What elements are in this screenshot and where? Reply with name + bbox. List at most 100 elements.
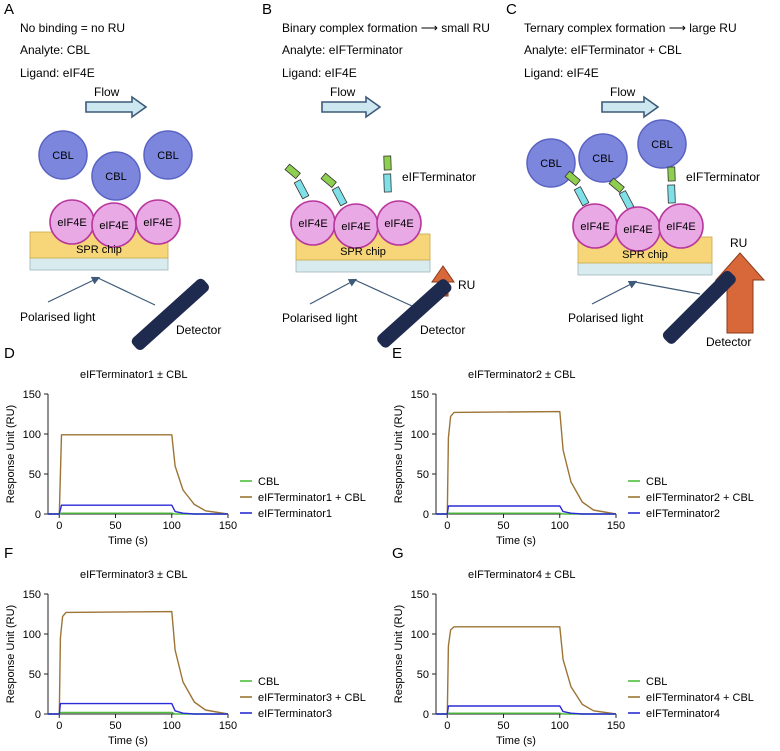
- cbl-molecule: [91, 151, 141, 201]
- x-tick-label: 0: [56, 520, 62, 532]
- flow-arrow-icon: [601, 95, 660, 119]
- x-axis-label: Time (s): [108, 735, 148, 747]
- chart-title: eIFTerminator1 ± CBL: [80, 369, 188, 381]
- cbl-label: CBL: [157, 150, 178, 162]
- legend-label: CBL: [646, 476, 667, 488]
- y-axis-label: Response Unit (RU): [393, 405, 405, 503]
- eif4e-label: eIF4E: [623, 224, 652, 236]
- series-line: [436, 626, 617, 715]
- panel-letter: E: [392, 345, 402, 362]
- panel-b-flow-label: Flow: [330, 85, 356, 99]
- eif4e-label: eIF4E: [143, 217, 172, 229]
- peptide-cyan-segment: [331, 186, 348, 207]
- panel-letter-a: A: [4, 1, 14, 18]
- spr-chip-base: [295, 258, 431, 273]
- x-tick-label: 100: [551, 720, 569, 732]
- panel-a-heading: No binding = no RU: [20, 21, 125, 35]
- panel-letter: D: [4, 345, 15, 362]
- detector-icon: [662, 270, 736, 344]
- panel-c-ligand: Ligand: eIF4E: [524, 66, 599, 80]
- cbl-label: CBL: [540, 158, 561, 170]
- cbl-molecule: [578, 133, 628, 183]
- chart-title: eIFTerminator3 ± CBL: [80, 569, 188, 581]
- legend-label: CBL: [646, 676, 667, 688]
- legend-label: eIFTerminator2 + CBL: [646, 492, 754, 504]
- spr-chip-label: SPR chip: [76, 244, 122, 256]
- y-tick-label: 50: [29, 669, 41, 681]
- light-beam-out: [634, 281, 701, 295]
- spr-chip-base: [29, 256, 169, 271]
- legend-label: eIFTerminator1: [258, 508, 332, 520]
- panel-a: A No binding = no RU Analyte: CBL Ligand…: [4, 1, 221, 351]
- chart-title: eIFTerminator4 ± CBL: [468, 569, 576, 581]
- eif4e-protein: [376, 200, 422, 246]
- y-axis-label: Response Unit (RU): [393, 605, 405, 703]
- panel-a-flow-label: Flow: [94, 85, 120, 99]
- panel-b-analyte: Analyte: eIFTerminator: [282, 43, 403, 57]
- panel-b-ligand: Ligand: eIF4E: [282, 66, 357, 80]
- x-axis-label: Time (s): [108, 535, 148, 547]
- x-tick-label: 100: [163, 520, 181, 532]
- ru-label: RU: [730, 236, 747, 250]
- eif4e-protein: [135, 199, 181, 245]
- polarised-light-label: Polarised light: [20, 310, 96, 324]
- x-tick-label: 100: [551, 520, 569, 532]
- detector-label: Detector: [176, 323, 221, 337]
- series-line: [436, 505, 616, 515]
- y-tick-label: 100: [23, 629, 41, 641]
- panel-c-analyte: Analyte: eIFTerminator + CBL: [524, 43, 682, 57]
- y-tick-label: 100: [411, 629, 429, 641]
- peptide-cyan-segment: [383, 173, 392, 193]
- polarised-light-label: Polarised light: [282, 311, 358, 325]
- eif4e-label: eIF4E: [384, 218, 413, 230]
- y-tick-label: 0: [423, 509, 429, 521]
- series-line: [436, 705, 616, 715]
- peptide-cyan-segment: [573, 186, 590, 207]
- peptide-green-segment: [383, 155, 392, 171]
- panel-c: C Ternary complex formation ⟶ large RU A…: [506, 1, 766, 349]
- panel-letter: G: [392, 545, 404, 562]
- peptide-label: eIFTerminator: [686, 170, 760, 184]
- y-tick-label: 100: [411, 429, 429, 441]
- legend-label: eIFTerminator3: [258, 708, 332, 720]
- eif4e-label: eIF4E: [666, 221, 695, 233]
- detector-icon: [131, 278, 209, 351]
- light-beam-in: [47, 276, 101, 303]
- flow-arrow-icon: [85, 95, 148, 119]
- eif4e-protein: [658, 203, 704, 249]
- series-line: [48, 504, 228, 515]
- y-tick-label: 150: [23, 589, 41, 601]
- cbl-label: CBL: [52, 150, 73, 162]
- legend-label: eIFTerminator4 + CBL: [646, 692, 754, 704]
- eif4e-label: eIF4E: [57, 217, 86, 229]
- series-line: [48, 702, 228, 715]
- panel-b: B Binary complex formation ⟶ small RU An…: [262, 1, 490, 348]
- spr-chip-label: SPR chip: [340, 246, 386, 258]
- peptide-label: eIFTerminator: [402, 170, 476, 184]
- series-line: [48, 610, 229, 715]
- cbl-label: CBL: [592, 153, 613, 165]
- cbl-molecule: [637, 119, 687, 169]
- x-tick-label: 50: [109, 720, 121, 732]
- cbl-label: CBL: [651, 139, 672, 151]
- peptide-green-segment: [564, 170, 581, 187]
- y-tick-label: 50: [417, 469, 429, 481]
- eif4e-label: eIF4E: [298, 218, 327, 230]
- panel-c-heading: Ternary complex formation ⟶ large RU: [524, 21, 737, 35]
- detector-icon: [377, 279, 452, 348]
- spr-chip-base: [577, 261, 713, 276]
- cbl-label: CBL: [105, 171, 126, 183]
- polarised-light-label: Polarised light: [568, 311, 644, 325]
- cbl-molecule: [143, 130, 193, 180]
- y-tick-label: 0: [423, 709, 429, 721]
- peptide-green-segment: [284, 163, 301, 180]
- x-tick-label: 150: [607, 520, 625, 532]
- peptide-green-segment: [667, 166, 676, 182]
- peptide-cyan-segment: [618, 190, 635, 211]
- peptide-cyan-segment: [667, 184, 676, 204]
- x-tick-label: 50: [497, 720, 509, 732]
- x-tick-label: 50: [497, 520, 509, 532]
- panel-letter: F: [4, 545, 13, 562]
